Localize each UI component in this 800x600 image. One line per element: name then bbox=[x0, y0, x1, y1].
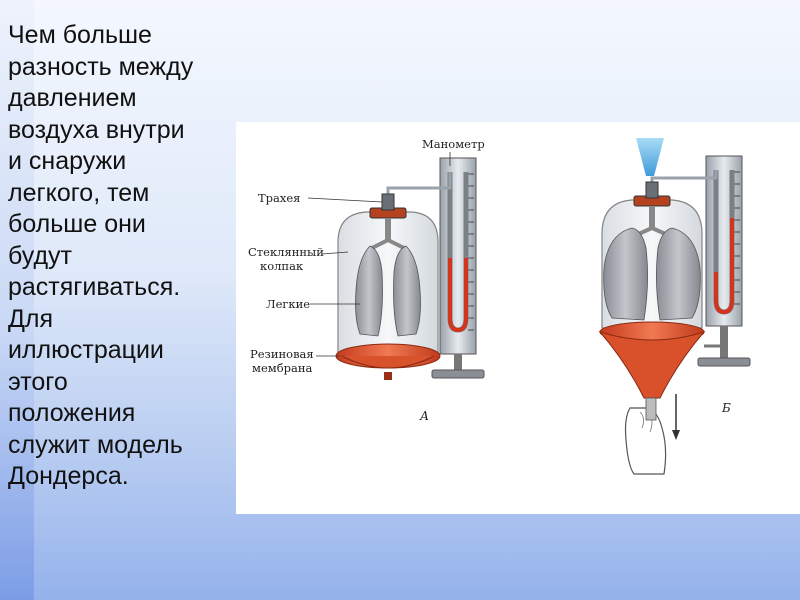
label-glass-bell-line1: Стеклянный bbox=[248, 245, 324, 259]
label-membrane: Резиновая мембрана bbox=[250, 347, 317, 375]
left-decorative-band bbox=[0, 0, 34, 600]
label-trachea: Трахея bbox=[258, 191, 300, 205]
donders-model-figure: Манометр Трахея Стеклянный колпак Легкие… bbox=[236, 122, 800, 514]
model-a: Манометр Трахея Стеклянный колпак Легкие… bbox=[248, 137, 485, 423]
arrow-down-icon bbox=[672, 394, 680, 440]
label-membrane-line2: мембрана bbox=[252, 361, 313, 375]
label-lungs: Легкие bbox=[266, 297, 310, 311]
panel-letter-b: Б bbox=[721, 401, 731, 415]
label-manometer: Манометр bbox=[422, 137, 485, 151]
label-membrane-line1: Резиновая bbox=[250, 347, 314, 361]
manometer-b bbox=[705, 155, 743, 327]
lungs-b bbox=[603, 227, 648, 321]
model-b: Б bbox=[598, 138, 751, 475]
body-text: Чем больше разность между давлением возд… bbox=[8, 21, 194, 490]
hand-icon bbox=[624, 407, 667, 475]
panel-letter-a: А bbox=[419, 409, 429, 423]
air-jet-icon bbox=[636, 138, 664, 176]
manometer-a bbox=[439, 157, 477, 355]
label-glass-bell: Стеклянный колпак bbox=[248, 245, 328, 273]
label-glass-bell-line2: колпак bbox=[260, 259, 304, 273]
lungs-a bbox=[355, 245, 383, 337]
